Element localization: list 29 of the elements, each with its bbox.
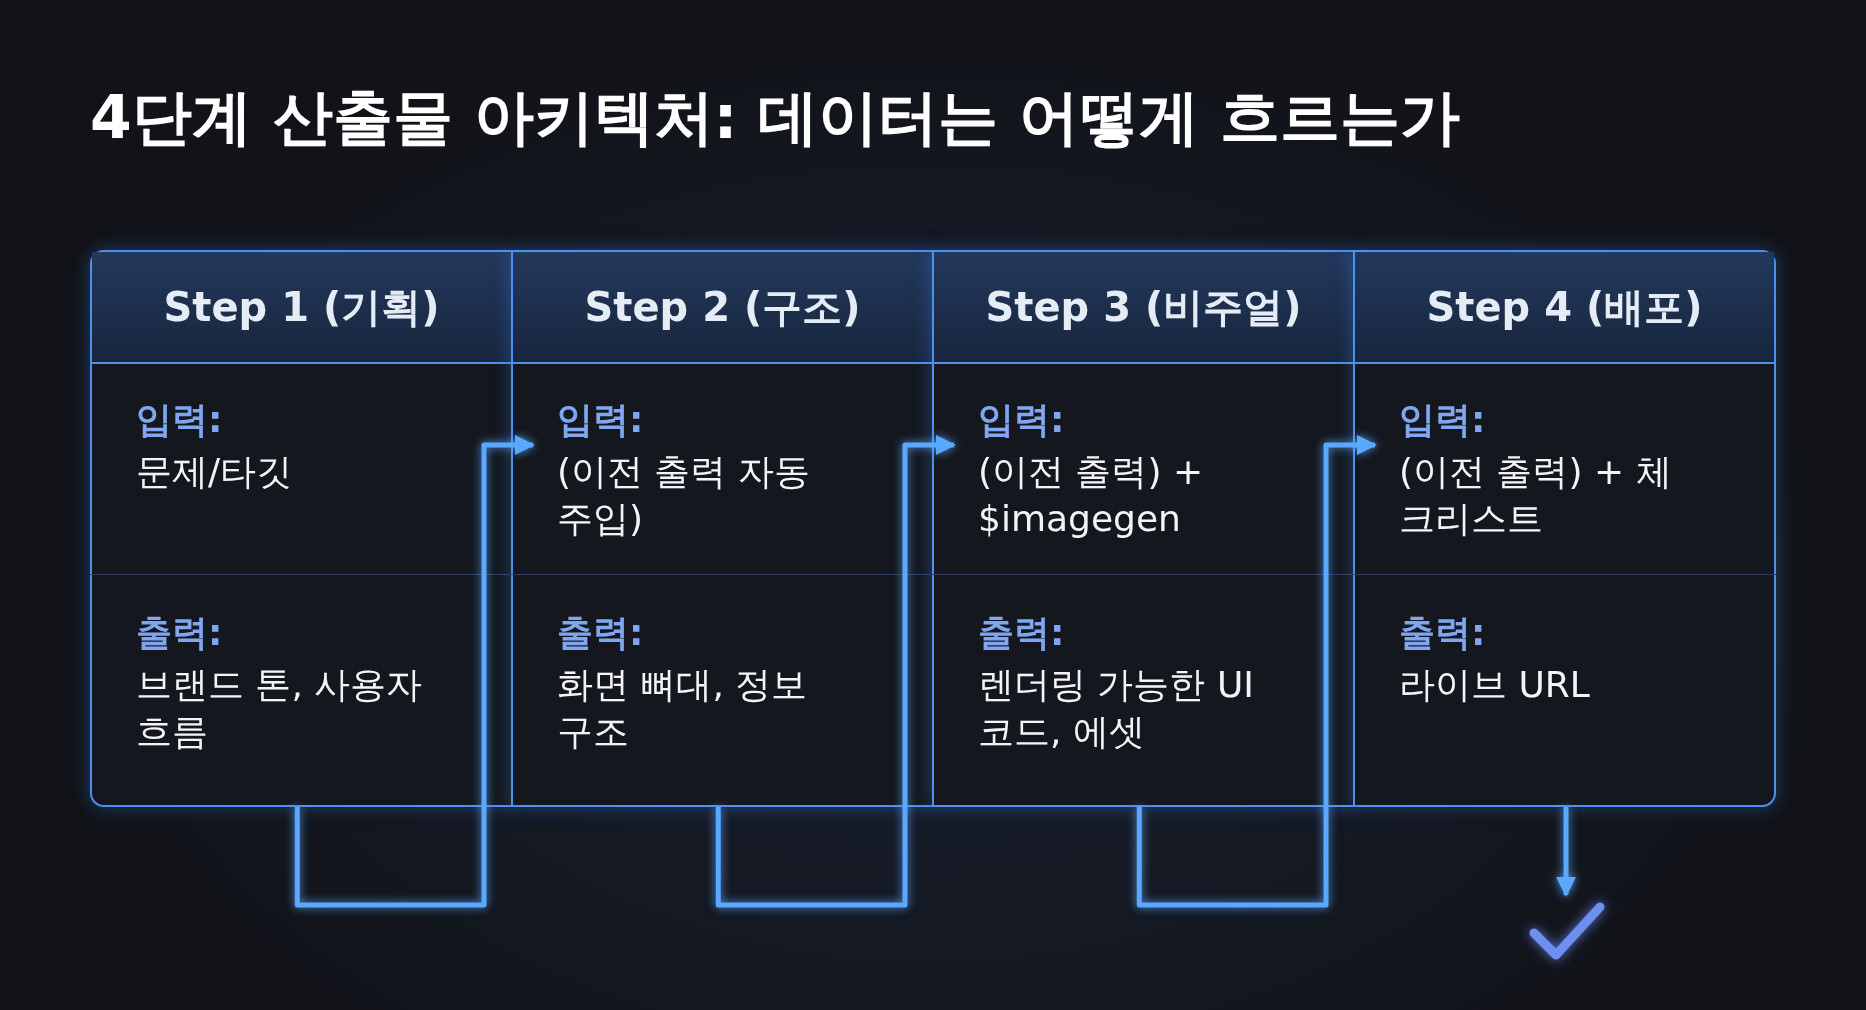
table-column	[932, 250, 1355, 807]
column-header: Step 1 (기획)	[163, 282, 440, 332]
arrow	[294, 435, 535, 908]
field-label: 출력:	[978, 611, 1066, 655]
cell-text: (이전 출력) + $imagegen	[978, 450, 1205, 541]
field-label: 입력:	[557, 398, 645, 442]
cell-text: (이전 출력 자동 주입)	[557, 450, 811, 541]
field-label: 출력:	[557, 611, 645, 655]
cell-text: 문제/타깃	[136, 450, 294, 494]
table-column	[511, 250, 934, 807]
field-label: 입력:	[136, 398, 224, 442]
field-label: 입력:	[978, 398, 1066, 442]
table-column	[90, 250, 513, 807]
cell-text: 렌더링 가능한 UI 코드, 에셋	[978, 663, 1255, 754]
column-header: Step 4 (배포)	[1426, 282, 1703, 332]
field-label: 출력:	[136, 611, 224, 655]
diagram-title: 4단계 산출물 아키텍처: 데이터는 어떻게 흐르는가	[90, 81, 1461, 154]
column-header: Step 3 (비주얼)	[985, 282, 1302, 332]
field-label: 출력:	[1399, 611, 1487, 655]
arrow	[715, 435, 956, 908]
field-label: 입력:	[1399, 398, 1487, 442]
cell-text: 라이브 URL	[1399, 663, 1591, 707]
cell-text: (이전 출력) + 체크리스트	[1399, 450, 1673, 541]
arrow	[1136, 435, 1377, 908]
arrow	[1556, 807, 1576, 897]
table-column	[1353, 250, 1776, 807]
column-header: Step 2 (구조)	[584, 282, 861, 332]
cell-text: 화면 뼈대, 정보 구조	[557, 663, 809, 754]
cell-text: 브랜드 톤, 사용자 흐름	[136, 663, 424, 754]
